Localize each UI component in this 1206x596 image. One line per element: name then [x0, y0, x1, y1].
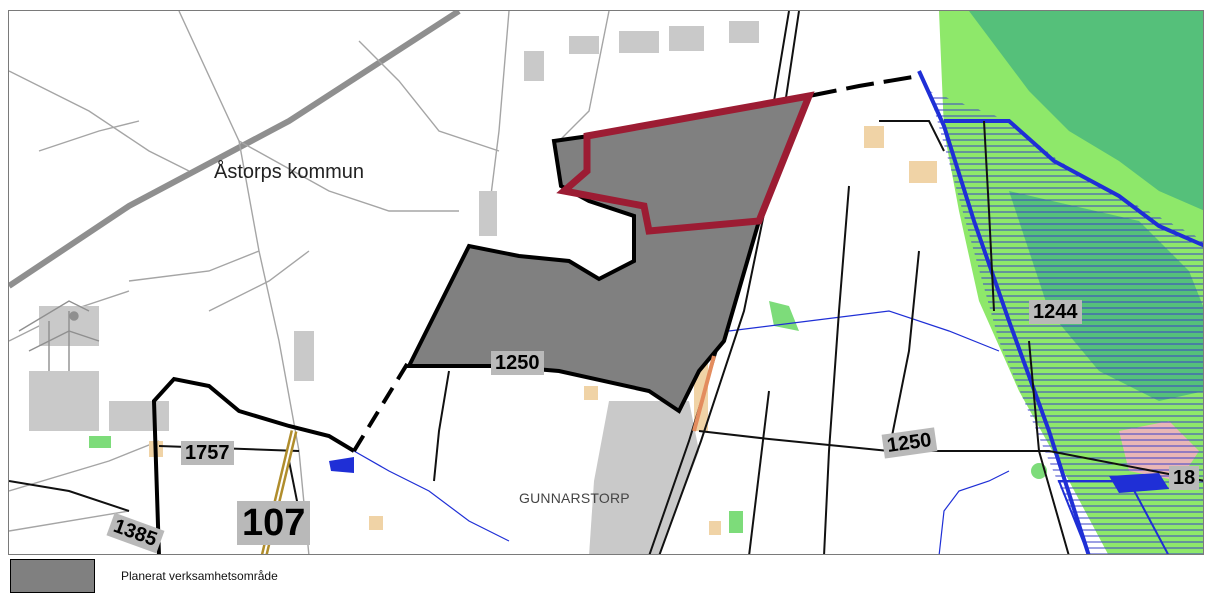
lake — [1109, 473, 1169, 493]
road-network — [9, 11, 610, 554]
road-number-18-partial: 18 — [1169, 466, 1200, 490]
road-number-1757: 1757 — [181, 441, 234, 465]
map-drawing — [9, 11, 1203, 554]
map-canvas[interactable]: Åstorps kommun GUNNARSTORP 1250 1250 124… — [8, 10, 1204, 555]
area-boundary — [151, 376, 356, 554]
municipal-boundary — [1057, 480, 1170, 554]
legend-swatch-planned-area — [10, 559, 95, 593]
legend-label-planned-area: Planerat verksamhetsområde — [121, 569, 278, 583]
railway — [9, 11, 461, 289]
water — [353, 310, 1010, 554]
locality-label: GUNNARSTORP — [519, 490, 630, 506]
built-blocks — [29, 21, 759, 554]
municipal-boundary — [944, 119, 1203, 248]
forest-area-dark — [969, 11, 1203, 211]
planned-area — [405, 93, 813, 414]
road-number-1250-upper: 1250 — [491, 351, 544, 375]
area-boundary — [808, 74, 920, 98]
road-number-107: 107 — [237, 501, 311, 545]
map-legend: Planerat verksamhetsområde — [10, 559, 610, 595]
municipality-label: Åstorps kommun — [214, 161, 365, 183]
lake — [329, 457, 354, 473]
road-number-1244: 1244 — [1029, 300, 1082, 324]
salmon-road — [692, 355, 716, 432]
highlight-area — [556, 91, 815, 235]
residential-cluster — [18, 300, 100, 371]
area-boundary — [352, 359, 411, 453]
